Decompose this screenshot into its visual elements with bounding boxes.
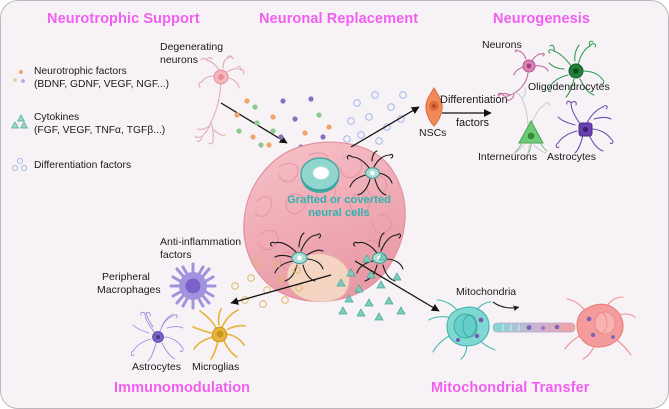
label-microglias: Microglias bbox=[192, 361, 240, 373]
mito-donor-cell-icon bbox=[428, 299, 496, 360]
macrophage-icon bbox=[169, 262, 217, 310]
tunneling-nanotube-icon bbox=[492, 322, 576, 333]
arrow-to-nscs bbox=[350, 106, 420, 148]
label-degenerating-neurons-line2: neurons bbox=[160, 54, 198, 66]
neuron-pink-icon bbox=[497, 49, 549, 101]
label-neurons: Neurons bbox=[482, 39, 522, 51]
label-interneurons: Interneurons bbox=[478, 151, 537, 163]
label-nscs: NSCs bbox=[419, 127, 447, 139]
orange-dots-icon bbox=[13, 70, 25, 83]
legend-item-1-line1: Cytokines bbox=[34, 112, 80, 123]
mito-recipient-cell-icon bbox=[564, 296, 636, 360]
label-anti-inflammation-line1: Anti-inflammation bbox=[160, 236, 242, 248]
brain-label-line1: Grafted or coverted bbox=[287, 194, 391, 206]
label-astrocytes-left: Astrocytes bbox=[132, 361, 182, 373]
label-anti-inflammation-line2: factors bbox=[160, 249, 192, 261]
brain-label-line2: neural cells bbox=[308, 207, 370, 219]
grafted-neural-cell-a-icon bbox=[346, 150, 394, 196]
interneuron-icon bbox=[514, 119, 548, 154]
title-mitochondrial-transfer: Mitochondrial Transfer bbox=[431, 380, 590, 396]
label-differentiation-factors-line1: Differentiation bbox=[440, 94, 508, 106]
teal-triangles-icon bbox=[10, 114, 29, 129]
arrow-neurotrophic-to-brain bbox=[220, 102, 288, 144]
label-differentiation-factors-line2: factors bbox=[456, 117, 490, 129]
title-immunomodulation: Immunomodulation bbox=[114, 380, 251, 396]
arrow-immunomodulation bbox=[230, 274, 332, 305]
title-neurotrophic-support: Neurotrophic Support bbox=[47, 11, 200, 27]
legend-item-0-line2: (BDNF, GDNF, VEGF, NGF...) bbox=[34, 79, 170, 90]
legend-item-0-line1: Neurotrophic factors bbox=[34, 66, 127, 77]
blue-open-circles-icon bbox=[11, 157, 28, 172]
label-mitochondria: Mitochondria bbox=[456, 286, 517, 298]
oligodendrocyte-icon bbox=[547, 40, 605, 98]
title-neurogenesis: Neurogenesis bbox=[493, 11, 591, 27]
legend-item-1-line2: (FGF, VEGF, TNFα, TGFβ...) bbox=[34, 125, 166, 136]
grafted-neural-cell-b-icon bbox=[270, 232, 324, 282]
label-oligodendrocytes: Oligodendrocytes bbox=[528, 81, 610, 93]
label-peripheral-macrophages-line1: Peripheral bbox=[102, 271, 150, 283]
legend-item-2-line1: Differentiation factors bbox=[34, 160, 132, 171]
label-peripheral-macrophages-line2: Macrophages bbox=[97, 284, 161, 296]
nsc-cell-icon bbox=[425, 86, 443, 127]
arrow-differentiation bbox=[442, 109, 492, 117]
degenerating-neuron-icon bbox=[194, 55, 245, 145]
label-astrocytes-right: Astrocytes bbox=[547, 151, 597, 163]
grafted-stem-cell-icon bbox=[300, 157, 340, 193]
title-neuronal-replacement: Neuronal Replacement bbox=[259, 11, 419, 27]
grafted-neural-cell-d-icon bbox=[333, 199, 385, 249]
arrow-mitochondrial-transfer bbox=[354, 260, 440, 312]
microglia-icon bbox=[192, 308, 246, 360]
label-degenerating-neurons-line1: Degenerating bbox=[160, 41, 224, 53]
astrocyte-right-icon bbox=[555, 100, 614, 154]
arrow-mitochondria-direction bbox=[492, 301, 520, 312]
cytokine-particles bbox=[336, 252, 406, 321]
astrocyte-left-icon bbox=[130, 311, 184, 362]
